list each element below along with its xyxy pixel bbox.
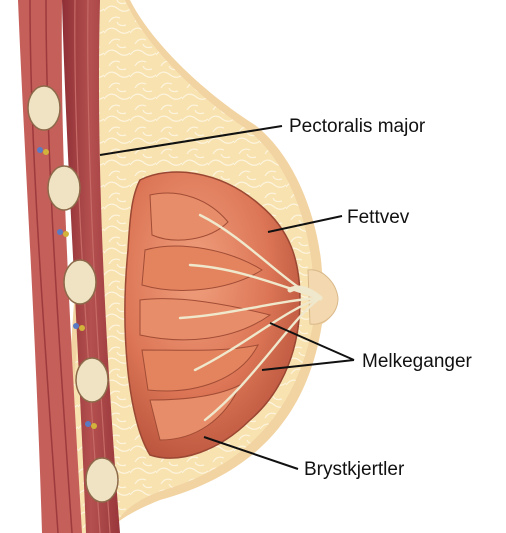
label-mammary-glands: Brystkjertler bbox=[304, 460, 404, 479]
label-fat-tissue: Fettvev bbox=[347, 208, 409, 227]
label-pectoralis-major: Pectoralis major bbox=[289, 117, 425, 136]
label-milk-ducts: Melkeganger bbox=[362, 352, 472, 371]
nipple bbox=[308, 270, 338, 324]
